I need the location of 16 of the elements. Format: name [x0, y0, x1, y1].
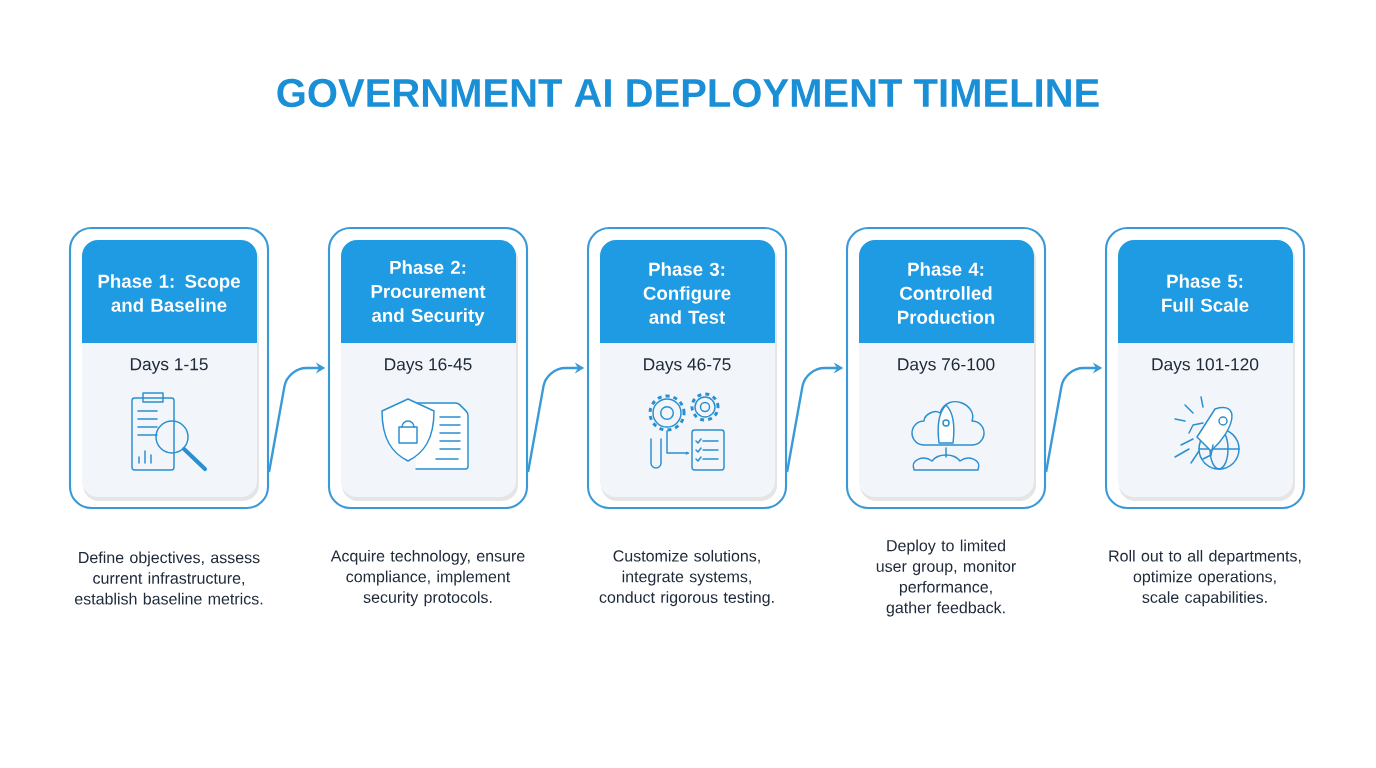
phase-heading: Phase 3: Configure and Test	[643, 262, 731, 324]
days-label: Days 101-120	[1152, 358, 1259, 374]
days-label: Days 1-15	[130, 358, 208, 374]
phase-heading: Phase 2: Procurement and Security	[371, 260, 486, 326]
title: GOVERNMENT AI DEPLOYMENT TIMELINE	[277, 78, 1099, 108]
phase-description: Roll out to all departments, optimize operations, scale capabilities.	[1109, 549, 1301, 607]
phase-heading: Phase 4: Controlled Production	[898, 262, 995, 324]
phase-description: Customize solutions, integrate systems, conduct rigorous testing.	[599, 549, 774, 607]
days-label: Days 16-45	[385, 358, 472, 374]
phase-description: Deploy to limited user group, monitor performance, gather feedback.	[876, 539, 1016, 617]
phase-heading: Phase 1: Scope and Baseline	[98, 274, 240, 312]
days-label: Days 46-75	[644, 358, 731, 374]
days-label: Days 76-100	[898, 358, 995, 374]
phase-heading: Phase 5: Full Scale	[1162, 274, 1249, 312]
phase-description: Define objectives, assess current infrastructure, establish baseline metrics.	[74, 551, 263, 605]
phase-description: Acquire technology, ensure compliance, implement security protocols.	[330, 549, 525, 607]
